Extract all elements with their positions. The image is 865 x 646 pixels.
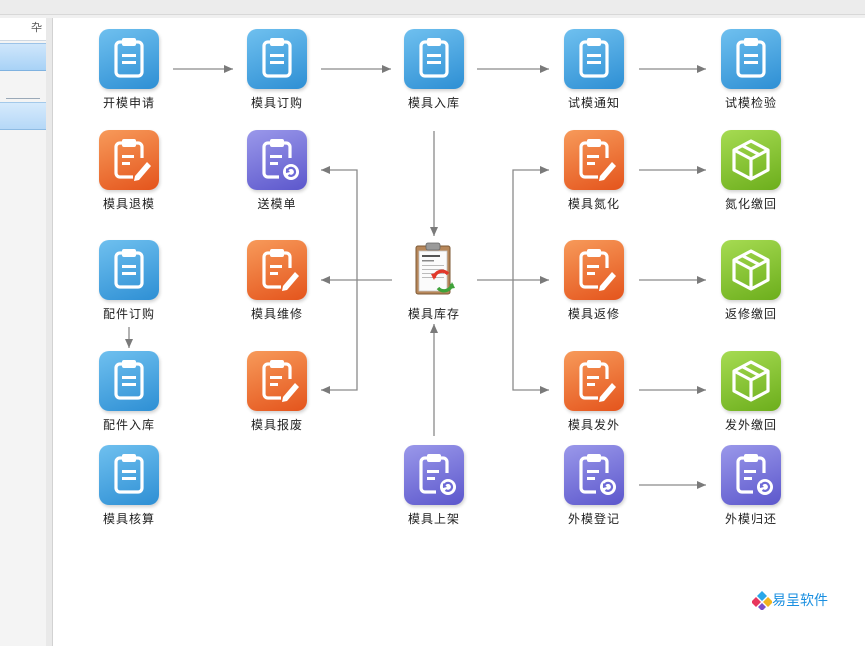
node-mold-stockin[interactable]: 模具入库 xyxy=(389,29,479,111)
sidebar-divider xyxy=(6,98,40,99)
node-parts-purchase[interactable]: 配件订购 xyxy=(84,240,174,322)
clipboard-icon xyxy=(99,351,159,411)
left-sidebar: 卆 xyxy=(0,18,47,646)
node-label: 外模归还 xyxy=(724,512,777,526)
node-label: 模具氮化 xyxy=(567,197,620,211)
sidebar-splitter[interactable] xyxy=(46,18,53,646)
package-box-icon xyxy=(721,130,781,190)
package-box-icon xyxy=(721,351,781,411)
clipboard-edit-icon xyxy=(564,130,624,190)
node-outsource-return[interactable]: 发外缴回 xyxy=(706,351,796,433)
node-rework-return[interactable]: 返修缴回 xyxy=(706,240,796,322)
node-label: 开模申请 xyxy=(102,96,155,110)
node-label: 返修缴回 xyxy=(724,307,777,321)
flow-arrows xyxy=(125,65,706,489)
clipboard-refresh-icon xyxy=(404,445,464,505)
node-label: 配件入库 xyxy=(102,418,155,432)
node-label: 外模登记 xyxy=(567,512,620,526)
node-label: 模具订购 xyxy=(250,96,303,110)
brand-logo-text: 易呈软件 xyxy=(772,593,828,609)
node-label: 模具核算 xyxy=(102,512,155,526)
workflow-canvas: 开模申请 模具订购 模具入库 试模通知 试模检验 模具退模 xyxy=(53,18,865,646)
clipboard-refresh-icon xyxy=(721,445,781,505)
clipboard-refresh-icon xyxy=(564,445,624,505)
node-trial-notice[interactable]: 试模通知 xyxy=(549,29,639,111)
node-label: 模具发外 xyxy=(567,418,620,432)
node-mold-accounting[interactable]: 模具核算 xyxy=(84,445,174,527)
inventory-clipboard-icon xyxy=(404,240,464,300)
clipboard-edit-icon xyxy=(247,240,307,300)
clipboard-icon xyxy=(721,29,781,89)
clipboard-edit-icon xyxy=(99,130,159,190)
node-mold-rework[interactable]: 模具返修 xyxy=(549,240,639,322)
clipboard-icon xyxy=(247,29,307,89)
node-label: 试模检验 xyxy=(724,96,777,110)
node-ext-mold-register[interactable]: 外模登记 xyxy=(549,445,639,527)
node-label: 模具入库 xyxy=(407,96,460,110)
node-trial-inspect[interactable]: 试模检验 xyxy=(706,29,796,111)
top-toolbar-strip xyxy=(0,0,865,15)
node-mold-return[interactable]: 模具退模 xyxy=(84,130,174,212)
node-label: 模具库存 xyxy=(407,307,460,321)
clipboard-icon xyxy=(564,29,624,89)
clipboard-icon xyxy=(99,240,159,300)
package-box-icon xyxy=(721,240,781,300)
node-ext-mold-return[interactable]: 外模归还 xyxy=(706,445,796,527)
clipboard-refresh-icon xyxy=(247,130,307,190)
node-label: 模具维修 xyxy=(250,307,303,321)
clipboard-icon xyxy=(404,29,464,89)
node-label: 模具上架 xyxy=(407,512,460,526)
sidebar-header: 卆 xyxy=(0,18,46,41)
clipboard-icon xyxy=(99,445,159,505)
node-label: 模具报废 xyxy=(250,418,303,432)
node-mold-inventory[interactable]: 模具库存 xyxy=(389,240,479,322)
node-mold-nitride[interactable]: 模具氮化 xyxy=(549,130,639,212)
arrow-to-outsource xyxy=(512,280,549,394)
arrow-to-nitride xyxy=(512,166,549,280)
node-label: 配件订购 xyxy=(102,307,155,321)
clipboard-edit-icon xyxy=(564,240,624,300)
node-label: 模具退模 xyxy=(102,197,155,211)
node-nitride-return[interactable]: 氮化缴回 xyxy=(706,130,796,212)
node-send-mold-order[interactable]: 送模单 xyxy=(232,130,322,212)
arrow-to-send-mold-order xyxy=(321,166,358,280)
node-kaimo-apply[interactable]: 开模申请 xyxy=(84,29,174,111)
node-mold-scrap[interactable]: 模具报废 xyxy=(232,351,322,433)
clipboard-edit-icon xyxy=(564,351,624,411)
node-label: 试模通知 xyxy=(567,96,620,110)
clipboard-icon xyxy=(99,29,159,89)
node-label: 氮化缴回 xyxy=(724,197,777,211)
node-mold-repair[interactable]: 模具维修 xyxy=(232,240,322,322)
brand-logo-icon xyxy=(752,591,772,610)
node-mold-shelve[interactable]: 模具上架 xyxy=(389,445,479,527)
arrow-to-scrap xyxy=(321,280,358,394)
clipboard-edit-icon xyxy=(247,351,307,411)
node-label: 送模单 xyxy=(257,197,297,211)
node-parts-stockin[interactable]: 配件入库 xyxy=(84,351,174,433)
node-mold-purchase[interactable]: 模具订购 xyxy=(232,29,322,111)
sidebar-group-tab-1[interactable] xyxy=(0,43,46,71)
node-label: 发外缴回 xyxy=(724,418,777,432)
pin-icon[interactable]: 卆 xyxy=(31,21,42,34)
sidebar-group-tab-2[interactable] xyxy=(0,102,46,130)
node-label: 模具返修 xyxy=(567,307,620,321)
node-mold-outsource[interactable]: 模具发外 xyxy=(549,351,639,433)
